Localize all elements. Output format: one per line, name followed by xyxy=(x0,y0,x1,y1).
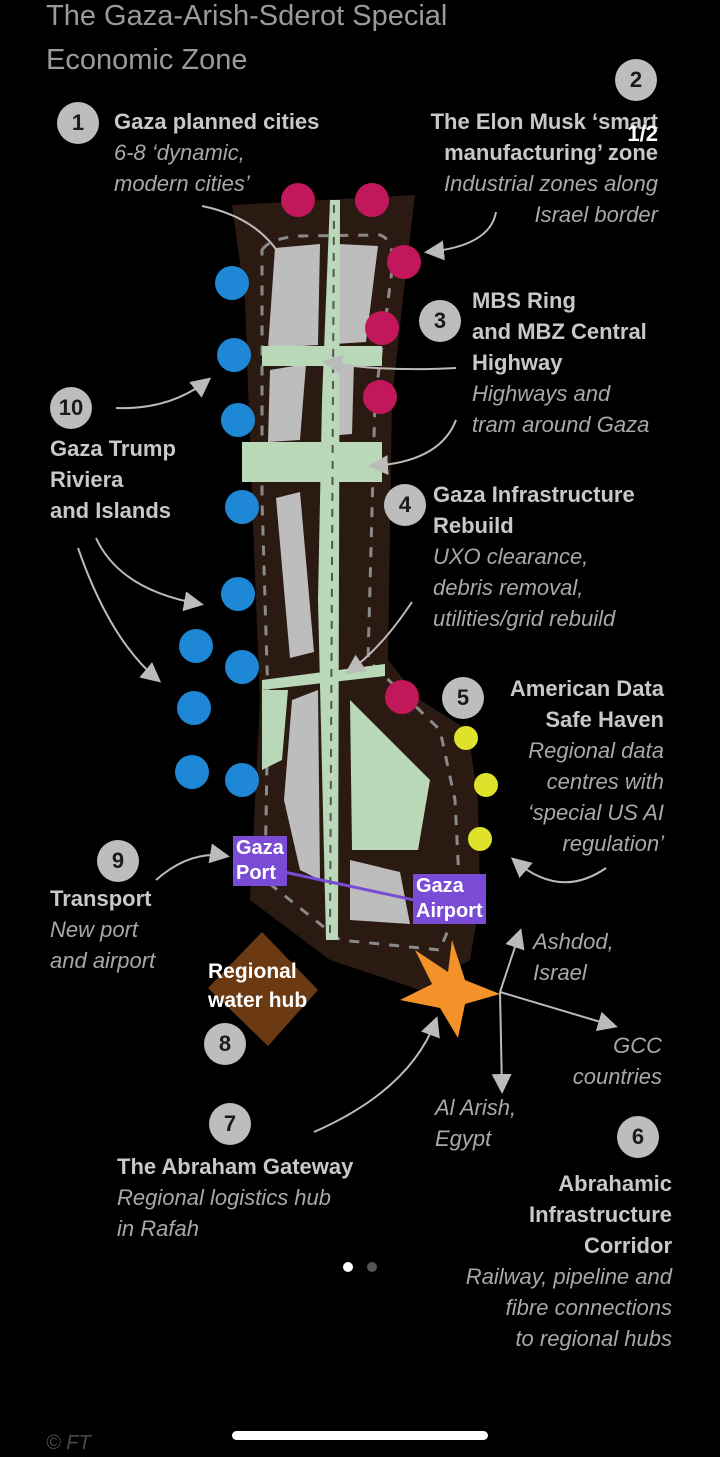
item-5-text: American Data Safe Haven Regional data c… xyxy=(509,676,664,856)
gaza-port-label: Gaza Port xyxy=(233,836,287,886)
item-9-text: Transport New port and airport xyxy=(50,886,156,973)
city-block xyxy=(284,690,320,880)
badge-5: 5 xyxy=(442,677,484,719)
badge-6: 6 xyxy=(617,1116,659,1158)
water-hub-shape xyxy=(208,932,318,1046)
badge-10: 10 xyxy=(50,387,92,429)
manufacturing-zone-dots xyxy=(281,183,421,714)
city-block xyxy=(276,492,314,658)
badge-8: 8 xyxy=(204,1023,246,1065)
page-dot-active[interactable] xyxy=(343,1262,353,1272)
badge-7: 7 xyxy=(209,1103,251,1145)
green-highway xyxy=(242,442,382,482)
green-zone xyxy=(350,700,430,850)
item-10-text: Gaza Trump Riviera and Islands xyxy=(50,436,176,523)
item-7-text: The Abraham Gateway Regional logistics h… xyxy=(117,1154,354,1241)
item-2-text: The Elon Musk ‘smart manufacturing’ zone… xyxy=(430,109,658,227)
water-hub-label: Regional water hub xyxy=(208,960,308,1012)
item-4-text: Gaza Infrastructure Rebuild UXO clearanc… xyxy=(433,482,635,631)
page-title: The Gaza-Arish-Sderot Special Economic Z… xyxy=(46,0,448,76)
city-block xyxy=(268,364,306,442)
badge-3: 3 xyxy=(419,300,461,342)
badge-2: 2 xyxy=(615,59,657,101)
ashdod-label: Ashdod, Israel xyxy=(533,929,614,985)
image-counter: 1/2 xyxy=(627,121,658,146)
item-6-text: Abrahamic Infrastructure Corridor Railwa… xyxy=(465,1171,672,1351)
home-indicator[interactable] xyxy=(232,1431,488,1440)
item-3-text: MBS Ring and MBZ Central Highway Highway… xyxy=(472,288,650,437)
carousel-pagination[interactable] xyxy=(343,1262,377,1272)
city-block xyxy=(268,244,320,348)
green-highway xyxy=(262,346,382,366)
badge-9: 9 xyxy=(97,840,139,882)
al-arish-label: Al Arish, Egypt xyxy=(435,1095,517,1151)
data-haven-dots xyxy=(454,726,498,851)
central-highway xyxy=(318,200,340,940)
abraham-gateway-star xyxy=(400,940,500,1038)
green-zone xyxy=(262,690,288,770)
riviera-island-dots xyxy=(175,266,259,797)
city-block xyxy=(334,244,378,344)
credit-text: © FT xyxy=(46,1432,91,1454)
badge-4: 4 xyxy=(384,484,426,526)
gaza-airport-label: Gaza Airport xyxy=(413,874,486,924)
gcc-label: GCC countries xyxy=(572,1033,662,1089)
ring-road xyxy=(260,233,462,952)
page-dot[interactable] xyxy=(367,1262,377,1272)
badge-1: 1 xyxy=(57,102,99,144)
item-1-text: Gaza planned cities 6-8 ‘dynamic, modern… xyxy=(114,109,320,196)
